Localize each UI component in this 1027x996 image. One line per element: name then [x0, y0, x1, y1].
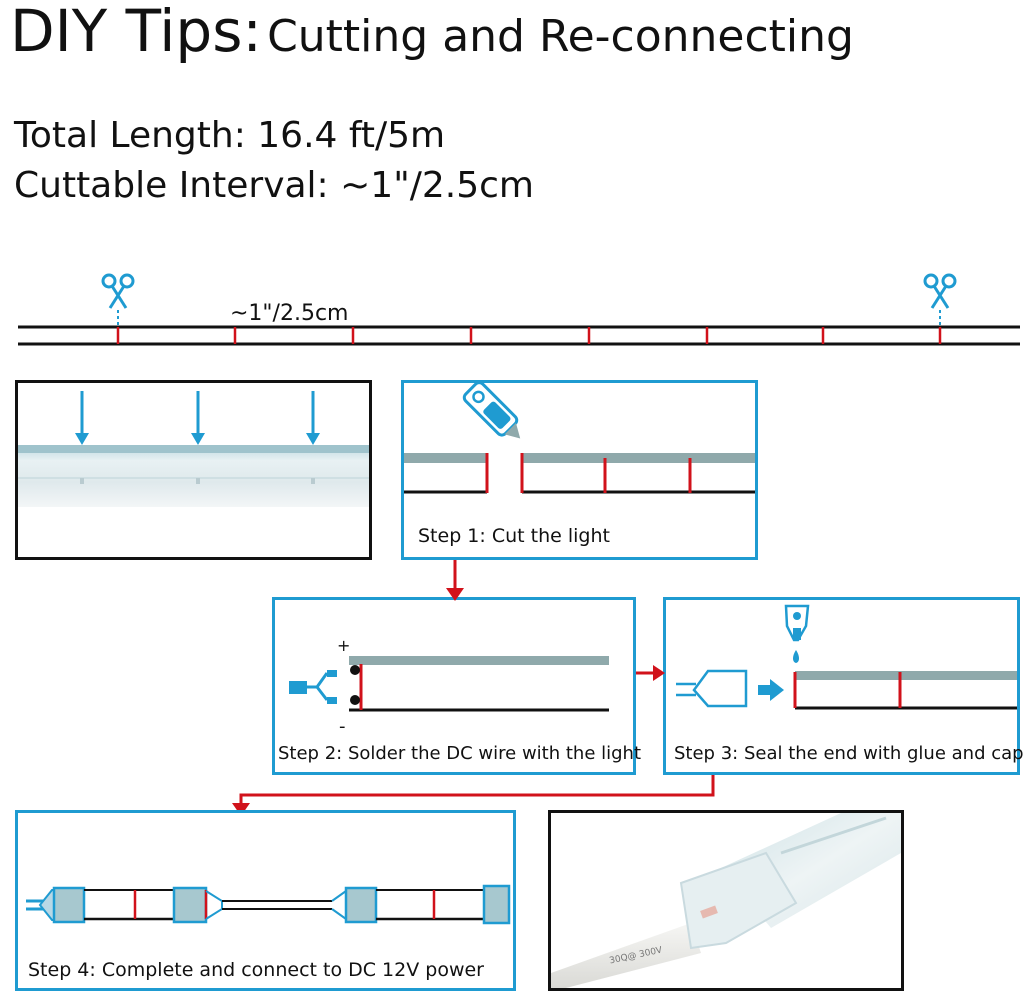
end-cap-icon [482, 884, 511, 925]
interval-label: ~1"/2.5cm [230, 301, 349, 326]
connector-photo [551, 813, 901, 988]
step-2-diagram [289, 656, 609, 712]
scissors-icon [923, 273, 957, 326]
cut-ruler-diagram [18, 273, 1020, 346]
step-1-caption: Step 1: Cut the light [418, 525, 610, 547]
glue-bottle-icon [784, 604, 810, 663]
utility-knife-icon [462, 383, 521, 439]
dc-connector-icon [289, 670, 337, 704]
arrow-right-icon [758, 679, 784, 701]
connector-icon [52, 886, 86, 924]
step-3-diagram [676, 604, 1017, 710]
plus-sign: + [337, 636, 351, 655]
step-3-panel: Step 3: Seal the end with glue and cap [663, 597, 1024, 775]
step-3-caption: Step 3: Seal the end with glue and cap [674, 743, 1024, 764]
step-4-panel: Step 4: Complete and connect to DC 12V p… [15, 810, 516, 991]
step-1-panel: Step 1: Cut the light [401, 380, 758, 560]
title-sub: Cutting and Re-connecting [267, 11, 854, 62]
connector-photo-panel: 30Q@ 300V [548, 810, 904, 991]
page-title: DIY Tips: Cutting and Re-connecting [10, 2, 854, 60]
end-cap-icon [676, 669, 748, 708]
step-4-diagram [26, 884, 511, 925]
step-2-panel: + - Step 2: Solder the DC wire with the … [272, 597, 641, 775]
scissors-icon [101, 273, 135, 326]
spec-cuttable-interval: Cuttable Interval: ~1"/2.5cm [14, 165, 534, 206]
spec-total-length: Total Length: 16.4 ft/5m [14, 115, 446, 156]
strip-photo [18, 391, 369, 507]
step-4-caption: Step 4: Complete and connect to DC 12V p… [28, 959, 484, 981]
step-2-caption: Step 2: Solder the DC wire with the ligh… [278, 743, 642, 764]
connector-icon [172, 886, 208, 924]
step-1-diagram [404, 383, 755, 494]
connector-icon [344, 886, 378, 924]
title-main: DIY Tips: [10, 0, 262, 65]
minus-sign: - [339, 716, 346, 737]
strip-photo-panel [15, 380, 372, 560]
